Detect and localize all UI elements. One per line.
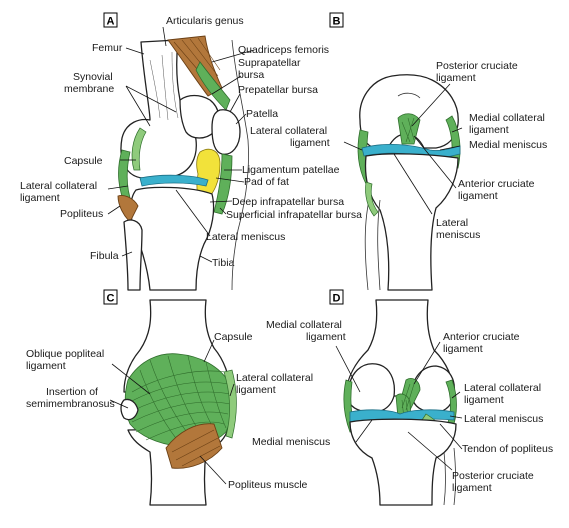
label-tendon-of-popliteus: Tendon of popliteus: [462, 443, 553, 455]
lateral-collateral-lower-b: [365, 181, 379, 217]
popliteus-muscle-a: [117, 195, 139, 223]
label-oblique-popliteal-line1: Oblique popliteal: [26, 348, 104, 360]
panel-d-leader-lines: [335, 341, 463, 471]
label-lateral-collateral-d-line2: ligament: [464, 394, 504, 406]
label-anterior-cruciate-d-line1: Anterior cruciate: [443, 331, 520, 343]
semimembranosus-insertion: [120, 398, 139, 421]
label-lateral-collateral-b-line2: ligament: [290, 137, 330, 149]
label-lateral-meniscus-d: Lateral meniscus: [464, 413, 543, 425]
label-posterior-cruciate-b-line2: ligament: [436, 72, 476, 84]
medial-condyle-d: [347, 363, 396, 414]
label-anterior-cruciate-b-line1: Anterior cruciate: [458, 178, 535, 190]
oblique-popliteal-fibers: [129, 355, 231, 447]
label-popliteus-a: Popliteus: [60, 208, 103, 220]
label-capsule-c: Capsule: [214, 331, 253, 343]
label-posterior-cruciate-d-line2: ligament: [452, 482, 492, 494]
capsule-a: [131, 127, 147, 171]
label-lateral-meniscus-b-line2: meniscus: [436, 229, 480, 241]
label-femur: Femur: [92, 42, 123, 54]
label-patella: Patella: [246, 108, 278, 120]
panel-c-leader-lines: [109, 339, 235, 485]
label-pad-of-fat: Pad of fat: [244, 176, 289, 188]
label-synovial-line2: membrane: [64, 83, 114, 95]
panel-a: A: [20, 12, 362, 291]
panel-a-leader-lines: [107, 26, 255, 263]
label-fibula: Fibula: [90, 250, 119, 262]
label-quadriceps-femoris: Quadriceps femoris: [238, 44, 329, 56]
label-medial-meniscus-b: Medial meniscus: [469, 139, 547, 151]
tibia-bone: [130, 186, 215, 291]
popliteus-fibers-c: [171, 429, 221, 467]
panel-d-letter-box: [329, 289, 344, 305]
patella-bone: [211, 109, 241, 155]
label-medial-collateral-b-line1: Medial collateral: [469, 112, 545, 124]
panel-b-leader-lines: [343, 83, 463, 215]
label-lateral-meniscus-a: Lateral meniscus: [206, 231, 285, 243]
panel-c-letter: C: [107, 293, 115, 305]
label-lateral-collateral-d-line1: Lateral collateral: [464, 382, 541, 394]
panel-a-letter-box: [103, 12, 118, 28]
label-prepatellar-bursa: Prepatellar bursa: [238, 84, 318, 96]
fibula-d: [443, 447, 456, 506]
label-synovial-line1: Synovial: [73, 71, 113, 83]
label-posterior-cruciate-d-line1: Posterior cruciate: [452, 470, 534, 482]
label-anterior-cruciate-b-line2: ligament: [458, 190, 498, 202]
label-lateral-collateral-c-line2: ligament: [236, 384, 276, 396]
label-medial-collateral-d-line2: ligament: [306, 331, 346, 343]
panel-d: D Medial collateral ligament: [252, 289, 553, 506]
label-deep-infrapatellar-bursa: Deep infrapatellar bursa: [232, 196, 344, 208]
label-suprapatellar-line1: Suprapatellar: [238, 57, 301, 69]
label-capsule-a: Capsule: [64, 155, 103, 167]
femur-marrow-lines: [149, 51, 179, 121]
label-posterior-cruciate-b-line1: Posterior cruciate: [436, 60, 518, 72]
lateral-meniscus-a: [139, 174, 209, 187]
panel-a-letter: A: [107, 16, 115, 28]
label-lateral-collateral-a-line2: ligament: [20, 192, 60, 204]
label-medial-collateral-d-line1: Medial collateral: [266, 319, 342, 331]
panel-c: C Capsule Oblique popliteal ligament Lat…: [26, 289, 313, 506]
label-medial-collateral-b-line2: ligament: [469, 124, 509, 136]
skin-outline-front: [231, 39, 249, 291]
label-insertion-line1: Insertion of: [46, 386, 98, 398]
label-articularis-genus: Articularis genus: [166, 15, 244, 27]
label-ligamentum-patellae: Ligamentum patellae: [242, 164, 340, 176]
panel-b: B Posterior cruciate ligament Medial col…: [250, 12, 547, 291]
posterior-capsule-c: [124, 353, 233, 447]
cruciate-fibers-b: [401, 117, 415, 143]
tibia-b: [364, 153, 459, 291]
label-tibia: Tibia: [212, 257, 235, 269]
label-lateral-collateral-c-line1: Lateral collateral: [236, 372, 313, 384]
panel-b-letter: B: [333, 16, 341, 28]
label-lateral-collateral-b-line1: Lateral collateral: [250, 125, 327, 137]
label-suprapatellar-line2: bursa: [238, 69, 264, 81]
label-anterior-cruciate-d-line2: ligament: [443, 343, 483, 355]
ligamentum-patellae: [213, 153, 233, 215]
quadriceps-fibers: [173, 37, 221, 85]
intercondylar-notch-b: [397, 92, 421, 99]
label-insertion-line2: semimembranosus: [26, 398, 115, 410]
label-lateral-collateral-a-line1: Lateral collateral: [20, 180, 97, 192]
panel-b-letter-box: [329, 12, 344, 28]
popliteus-muscle-c: [165, 423, 223, 469]
label-popliteus-muscle-c: Popliteus muscle: [228, 479, 308, 491]
label-lateral-meniscus-b-line1: Lateral: [436, 217, 468, 229]
fibula-bone: [123, 219, 143, 291]
label-medial-meniscus-d: Medial meniscus: [252, 436, 330, 448]
panel-c-letter-box: [103, 289, 118, 305]
label-oblique-popliteal-line2: ligament: [26, 360, 66, 372]
tibia-d: [349, 418, 457, 506]
label-superficial-infrapatellar-bursa: Superficial infrapatellar bursa: [226, 209, 362, 221]
panel-d-letter: D: [333, 293, 341, 305]
